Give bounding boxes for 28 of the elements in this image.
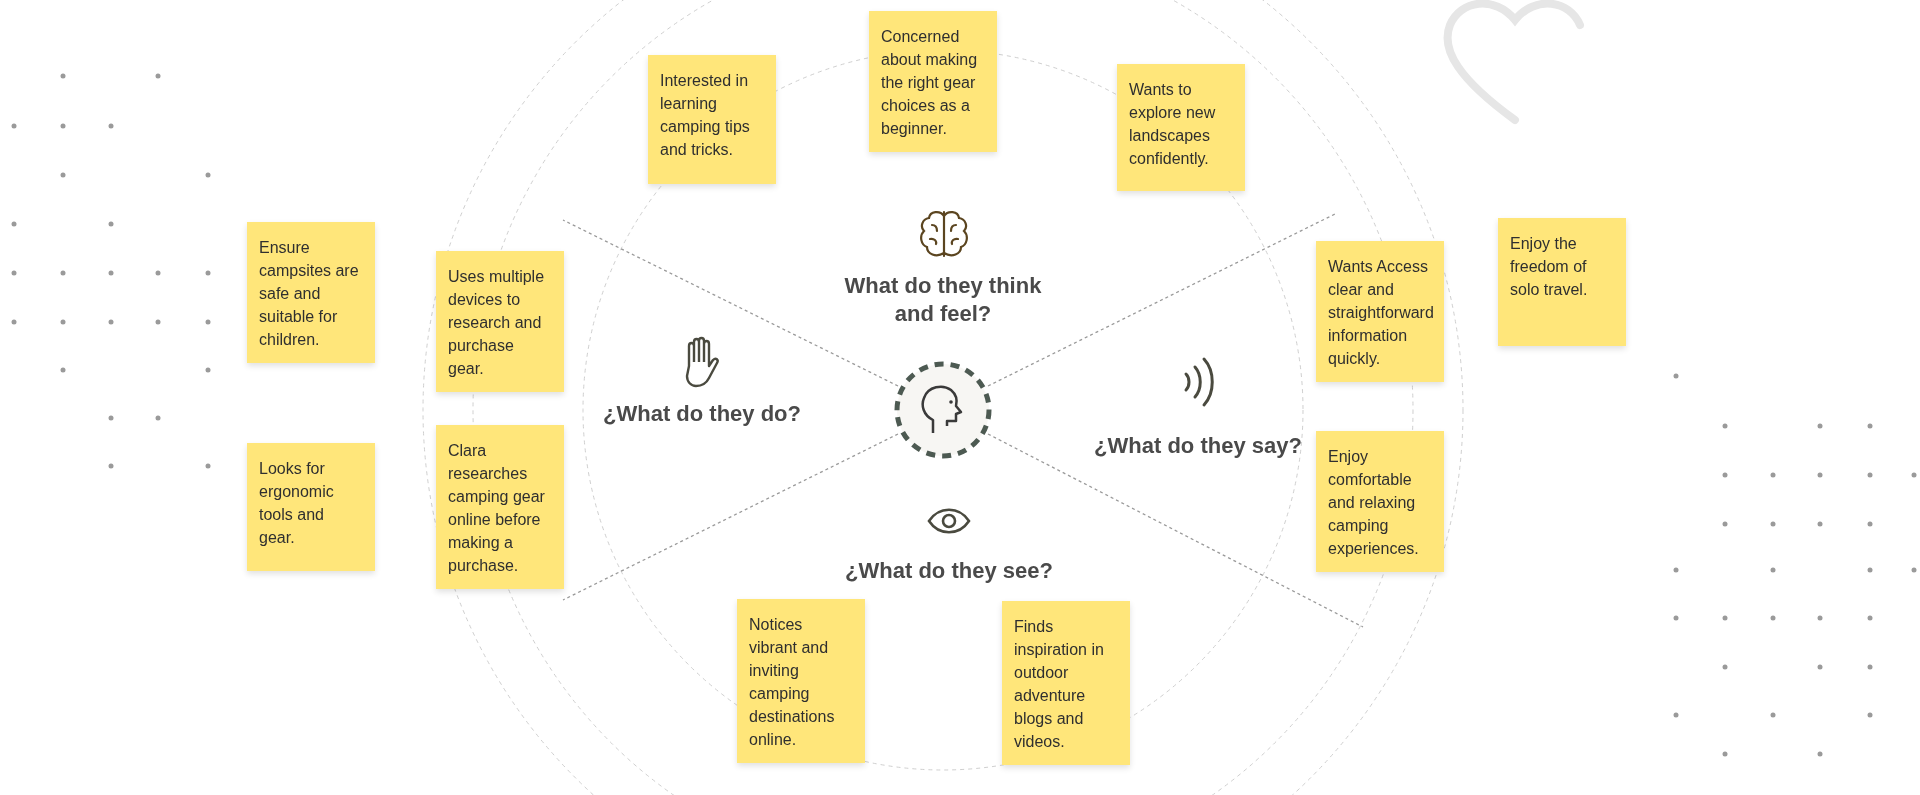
note-text: Notices vibrant and inviting camping destinations online. bbox=[749, 615, 836, 750]
note-text: Ensure campsites are safe and suitable for children. bbox=[259, 238, 360, 350]
note-text: Clara researches camping gear online before making a purchase. bbox=[448, 441, 546, 576]
sticky-note bbox=[247, 222, 375, 363]
section-heading: What do they think and feel? bbox=[843, 272, 1043, 328]
section-heading: ¿What do they see? bbox=[845, 557, 1053, 585]
sticky-note bbox=[1316, 431, 1444, 572]
sticky-note bbox=[869, 11, 997, 152]
note-text: Uses multiple devices to research and purchase gear. bbox=[448, 267, 546, 379]
note-text: Wants to explore new landscapes confidently. bbox=[1129, 80, 1217, 169]
note-text: Enjoy the freedom of solo travel. bbox=[1510, 234, 1589, 300]
note-text: Finds inspiration in outdoor adventure blogs and videos. bbox=[1014, 617, 1105, 752]
sticky-note bbox=[247, 443, 375, 571]
note-text: Looks for ergonomic tools and gear. bbox=[259, 459, 335, 548]
section-heading: ¿What do they do? bbox=[603, 400, 801, 428]
sticky-note bbox=[1498, 218, 1626, 346]
note-text: Enjoy comfortable and relaxing camping experiences. bbox=[1328, 447, 1420, 559]
sticky-note bbox=[1002, 601, 1130, 765]
sticky-note bbox=[1117, 64, 1245, 191]
note-text: Concerned about making the right gear choices as a beginner. bbox=[881, 27, 979, 139]
sticky-note bbox=[1316, 241, 1444, 382]
sticky-note bbox=[436, 251, 564, 392]
note-text: Interested in learning camping tips and tricks. bbox=[660, 71, 751, 160]
section-heading: ¿What do they say? bbox=[1094, 432, 1302, 460]
sticky-note bbox=[737, 599, 865, 763]
sticky-note bbox=[648, 55, 776, 184]
sticky-note bbox=[436, 425, 564, 589]
note-text: Wants Access clear and straightforward information quickly. bbox=[1328, 257, 1432, 369]
